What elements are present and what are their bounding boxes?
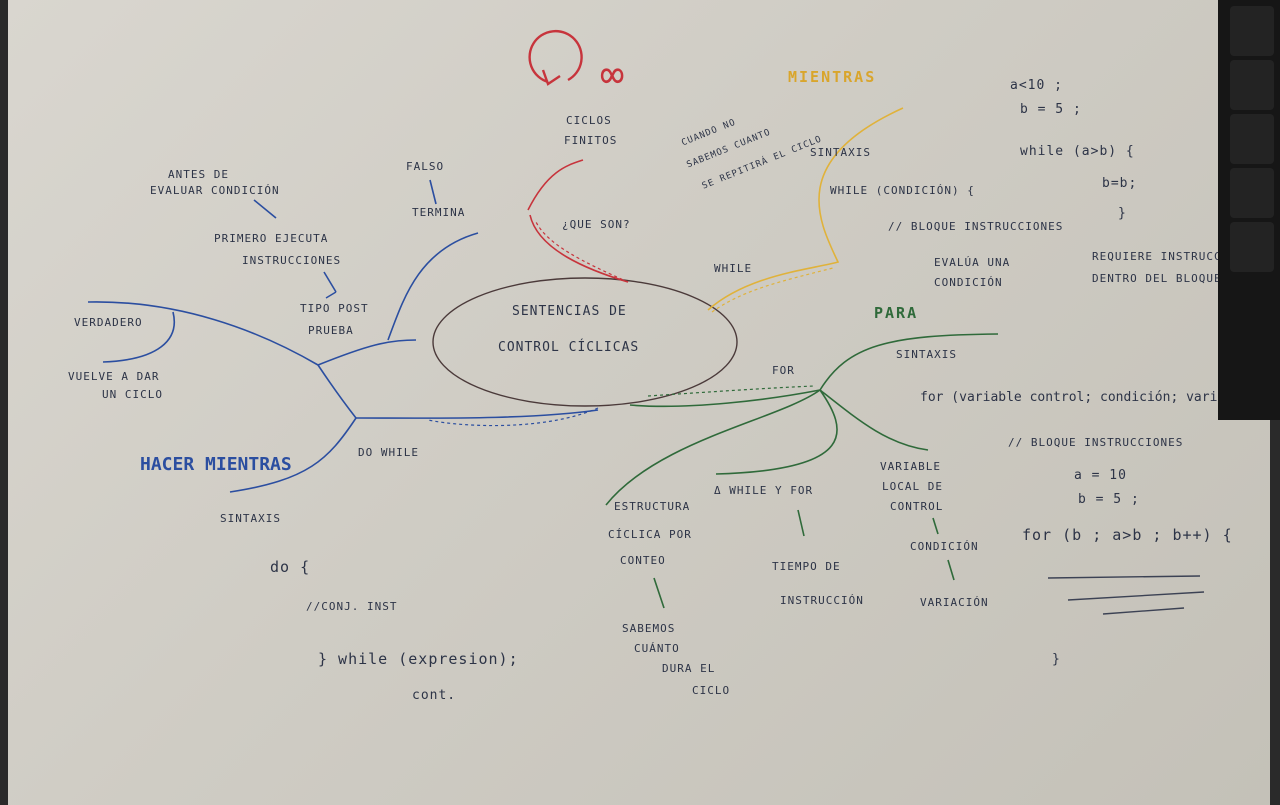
estructura-line-3: CONTEO — [620, 554, 666, 567]
sabemos-line-1: SABEMOS — [622, 622, 676, 635]
hacer-code-1: do { — [270, 558, 311, 576]
infinity-symbol: ∞ — [600, 52, 625, 98]
sabemos-line-2: CUÁNTO — [634, 642, 680, 655]
keyboard-key — [1230, 60, 1274, 110]
mind-map-ink — [87, 29, 1205, 615]
while-label: WHILE — [714, 262, 753, 275]
variable-line-2: LOCAL DE — [882, 480, 943, 493]
hacer-sintaxis: SINTAXIS — [220, 512, 281, 525]
notebook-page: ∞ CICLOS FINITOS ¿QUE SON? SENTENCIAS DE… — [8, 0, 1270, 805]
estructura-line-1: ESTRUCTURA — [614, 500, 691, 513]
primero-line-1: PRIMERO EJECUTA — [214, 232, 329, 245]
que-son-label: ¿QUE SON? — [562, 218, 631, 231]
para-example-1: a = 10 — [1074, 468, 1127, 483]
estructura-line-2: CÍCLICA POR — [608, 528, 692, 541]
tiempo-line-2: INSTRUCCIÓN — [780, 594, 864, 607]
delta-label: Δ WHILE Y FOR — [714, 484, 814, 497]
while-example-3: while (a>b) { — [1020, 144, 1135, 159]
para-code-2: // BLOQUE INSTRUCCIONES — [1008, 436, 1184, 449]
keyboard-key — [1230, 114, 1274, 164]
variable-line-3: CONTROL — [890, 500, 944, 513]
primero-line-2: INSTRUCCIONES — [242, 254, 342, 267]
keyboard-edge — [1218, 0, 1280, 420]
para-example-3: for (b ; a>b ; b++) { — [1022, 526, 1233, 544]
for-label: FOR — [772, 364, 795, 377]
hacer-code-4: cont. — [412, 688, 457, 703]
mientras-code-2: // BLOQUE INSTRUCCIONES — [888, 220, 1064, 233]
para-sintaxis: SINTAXIS — [896, 348, 957, 361]
keyboard-key — [1230, 168, 1274, 218]
while-example-5: } — [1118, 206, 1127, 221]
finitos-label: FINITOS — [564, 134, 618, 147]
sabemos-line-4: CICLO — [692, 684, 731, 697]
keyboard-key — [1230, 222, 1274, 272]
keyboard-key — [1230, 6, 1274, 56]
para-code-1: for (variable control; condición; variac… — [920, 390, 1270, 405]
tipo-line-1: TIPO POST — [300, 302, 369, 315]
center-oval — [432, 277, 738, 407]
while-example-1: a<10 ; — [1010, 78, 1063, 93]
mientras-code-1: WHILE (CONDICIÓN) { — [830, 184, 975, 197]
while-example-4: b=b; — [1102, 176, 1138, 191]
vuelve-line-2: UN CICLO — [102, 388, 163, 401]
ciclos-label: CICLOS — [566, 114, 612, 127]
requiere-line-2: DENTRO DEL BLOQUE — [1092, 272, 1222, 285]
para-example-2: b = 5 ; — [1078, 492, 1140, 507]
while-example-2: b = 5 ; — [1020, 102, 1082, 117]
para-title: PARA — [874, 304, 919, 322]
evalua-line-2: CONDICIÓN — [934, 276, 1003, 289]
center-title-line1: SENTENCIAS DE — [512, 304, 627, 319]
sabemos-line-3: DURA EL — [662, 662, 716, 675]
center-title-line2: CONTROL CÍCLICAS — [498, 340, 640, 355]
mientras-title: MIENTRAS — [788, 68, 877, 86]
falso-label: FALSO — [406, 160, 445, 173]
hacer-code-2: //CONJ. INST — [306, 600, 398, 613]
antes-line-2: EVALUAR CONDICIÓN — [150, 184, 280, 197]
tiempo-line-1: TIEMPO DE — [772, 560, 841, 573]
variable-line-1: VARIABLE — [880, 460, 941, 473]
verdadero-label: VERDADERO — [74, 316, 143, 329]
vuelve-line-1: VUELVE A DAR — [68, 370, 160, 383]
requiere-line-1: REQUIERE INSTRUCCI — [1092, 250, 1230, 263]
tipo-line-2: PRUEBA — [308, 324, 354, 337]
mientras-sintaxis: SINTAXIS — [810, 146, 871, 159]
hacer-code-3: } while (expresion); — [318, 650, 519, 668]
para-example-4: } — [1052, 652, 1061, 667]
do-while-label: DO WHILE — [358, 446, 419, 459]
variacion-label: VARIACIÓN — [920, 596, 989, 609]
evalua-line-1: EVALÚA UNA — [934, 256, 1011, 269]
hacer-mientras-title: HACER MIENTRAS — [140, 454, 292, 475]
cycle-icon — [528, 29, 583, 86]
termina-label: TERMINA — [412, 206, 466, 219]
antes-line-1: ANTES DE — [168, 168, 229, 181]
condicion-label: CONDICIÓN — [910, 540, 979, 553]
